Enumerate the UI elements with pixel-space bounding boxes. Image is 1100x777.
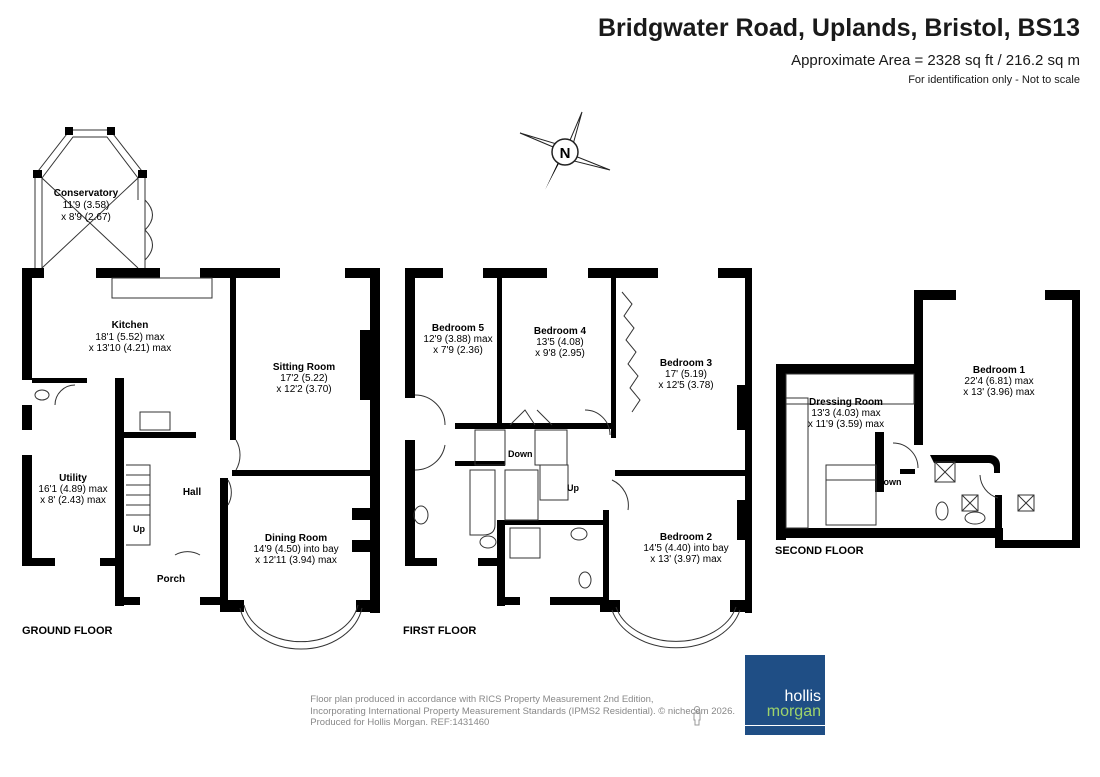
page-title: Bridgwater Road, Uplands, Bristol, BS13 (597, 14, 1080, 42)
room-bedroom-2-dim2: x 13' (3.97) max (650, 554, 721, 565)
room-sitting-room-name: Sitting Room (273, 362, 335, 373)
room-bedroom-4-dim2: x 9'8 (2.95) (535, 348, 585, 359)
room-bedroom-5-dim2: x 7'9 (2.36) (433, 345, 483, 356)
room-porch-name: Porch (157, 574, 185, 585)
logo-line-1: hollis (784, 688, 821, 705)
room-sitting-room-dim2: x 12'2 (3.70) (276, 384, 331, 395)
first-floor-plan: Bedroom 5 12'9 (3.88) max x 7'9 (2.36) B… (403, 268, 752, 649)
north-compass-icon: N (519, 111, 611, 190)
stairs-up-label: Up (133, 524, 145, 534)
footer-line-3: Produced for Hollis Morgan. REF:1431460 (310, 717, 490, 728)
room-bedroom-2-name: Bedroom 2 (660, 532, 713, 543)
room-bedroom-1-dim2: x 13' (3.96) max (963, 387, 1034, 398)
second-floor-label: SECOND FLOOR (775, 545, 864, 557)
room-bedroom-5-dim1: 12'9 (3.88) max (423, 334, 492, 345)
room-bedroom-4-name: Bedroom 4 (534, 326, 587, 337)
room-utility-dim2: x 8' (2.43) max (40, 495, 106, 506)
room-utility-dim1: 16'1 (4.89) max (38, 484, 107, 495)
stairs-up-label: Up (567, 483, 579, 493)
room-bedroom-3-dim2: x 12'5 (3.78) (658, 380, 713, 391)
room-bedroom-1-name: Bedroom 1 (973, 365, 1026, 376)
room-bedroom-1-dim1: 22'4 (6.81) max (964, 376, 1033, 387)
room-dining-room-name: Dining Room (265, 533, 327, 544)
ground-floor-label: GROUND FLOOR (22, 625, 112, 637)
room-dining-room-dim2: x 12'11 (3.94) max (255, 555, 337, 566)
footer-line-1: Floor plan produced in accordance with R… (310, 694, 654, 705)
stairs-down-label: Down (877, 477, 902, 487)
disclaimer-note: For identification only - Not to scale (908, 74, 1080, 86)
room-kitchen-dim2: x 13'10 (4.21) max (89, 343, 172, 354)
logo-divider (745, 725, 825, 726)
approximate-area: Approximate Area = 2328 sq ft / 216.2 sq… (791, 52, 1080, 69)
footer-notes: Floor plan produced in accordance with R… (310, 694, 735, 729)
room-conservatory-dim1: 11'9 (3.58) (63, 200, 110, 211)
hollis-morgan-logo: hollis morgan (745, 655, 825, 735)
footer-line-2: Incorporating International Property Mea… (310, 705, 735, 717)
room-hall-name: Hall (183, 487, 202, 498)
ground-floor-plan: Conservatory 11'9 (3.58) x 8'9 (2.67) Ki… (22, 127, 380, 650)
person-scale-icon (693, 706, 701, 726)
second-floor-plan: Bedroom 1 22'4 (6.81) max x 13' (3.96) m… (775, 290, 1080, 557)
stairs-down-label: Down (508, 449, 533, 459)
room-dressing-room-dim1: 13'3 (4.03) max (811, 408, 880, 419)
room-bedroom-4-dim1: 13'5 (4.08) (536, 337, 584, 348)
room-bedroom-2-dim1: 14'5 (4.40) into bay (643, 543, 728, 554)
room-bedroom-5-name: Bedroom 5 (432, 323, 485, 334)
room-dressing-room-dim2: x 11'9 (3.59) max (808, 419, 884, 430)
room-conservatory-name: Conservatory (54, 188, 119, 199)
room-bedroom-3-dim1: 17' (5.19) (665, 369, 707, 380)
logo-line-2: morgan (766, 703, 821, 720)
room-dressing-room-name: Dressing Room (809, 397, 883, 408)
room-utility-name: Utility (59, 473, 87, 484)
room-kitchen-name: Kitchen (112, 320, 149, 331)
first-floor-label: FIRST FLOOR (403, 625, 476, 637)
room-conservatory-dim2: x 8'9 (2.67) (61, 212, 111, 223)
room-sitting-room-dim1: 17'2 (5.22) (280, 373, 328, 384)
compass-north-label: N (560, 145, 571, 162)
room-dining-room-dim1: 14'9 (4.50) into bay (253, 544, 338, 555)
room-kitchen-dim1: 18'1 (5.52) max (95, 332, 164, 343)
room-bedroom-3-name: Bedroom 3 (660, 358, 713, 369)
